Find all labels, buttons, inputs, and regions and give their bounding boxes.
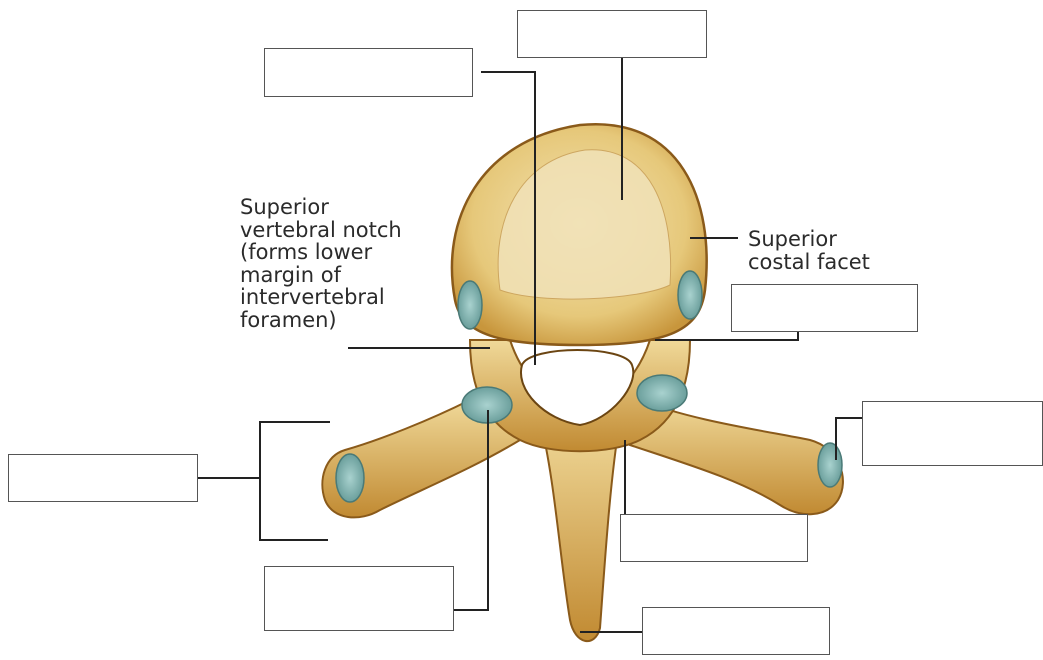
answer-box-top-center[interactable] (517, 10, 707, 58)
left-costal-facet (458, 281, 482, 329)
spinous-process (540, 420, 620, 641)
answer-box-bottom[interactable] (642, 607, 830, 655)
answer-box-far-right[interactable] (862, 401, 1043, 466)
superior-costal-facet-label: Superior costal facet (748, 228, 870, 273)
answer-box-top-left[interactable] (264, 48, 473, 97)
answer-box-right-upper[interactable] (731, 284, 918, 332)
superior-vertebral-notch-label: Superior vertebral notch (forms lower ma… (240, 196, 402, 331)
answer-box-left[interactable] (8, 454, 198, 502)
left-tp-tip-facet (336, 454, 364, 502)
right-tp-tip-facet (818, 443, 842, 487)
answer-box-lower-left[interactable] (264, 566, 454, 631)
right-transverse-facet (637, 375, 687, 411)
right-costal-facet (678, 271, 702, 319)
leader-line-left-transverse-bracket (260, 422, 330, 540)
answer-box-lower-right[interactable] (620, 514, 808, 562)
